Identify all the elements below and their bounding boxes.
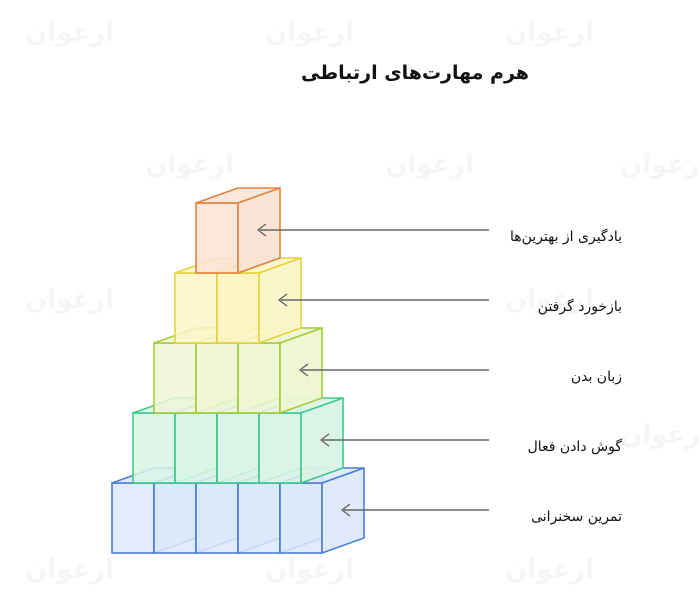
cube-front-face [153, 482, 197, 554]
diagram-title: هرم مهارت‌های ارتباطی [301, 62, 529, 84]
level-label-2: بازخورد گرفتن [537, 299, 622, 315]
cube-front-face [111, 482, 155, 554]
level-label-1: یادگیری از بهترین‌ها [509, 229, 622, 245]
arrow-head [319, 433, 330, 447]
cube-front-face [132, 412, 176, 484]
cube-front-face [174, 272, 218, 344]
arrow-head [256, 223, 267, 237]
cube-front-face [174, 412, 218, 484]
level-label-3: زبان بدن [570, 369, 622, 385]
level-arrow [319, 433, 489, 447]
cube-front-face [216, 272, 260, 344]
cube-front-face [237, 482, 281, 554]
level-label-4: گوش دادن فعال [527, 439, 622, 455]
arrow-head [298, 363, 309, 377]
level-label-5: تمرین سخنرانی [531, 509, 622, 525]
level-arrow [340, 503, 489, 517]
cube-front-face [195, 202, 239, 274]
cube-front-face [195, 342, 239, 414]
cube-front-face [237, 342, 281, 414]
arrow-head [340, 503, 351, 517]
cube-front-face [216, 412, 260, 484]
cube-front-face [153, 342, 197, 414]
level-arrow [277, 293, 489, 307]
cube-front-face [258, 412, 302, 484]
arrow-head [277, 293, 288, 307]
level-arrow [256, 223, 489, 237]
pyramid-level-1 [195, 187, 281, 274]
level-arrow [298, 363, 489, 377]
cube-front-face [279, 482, 323, 554]
cube-front-face [195, 482, 239, 554]
